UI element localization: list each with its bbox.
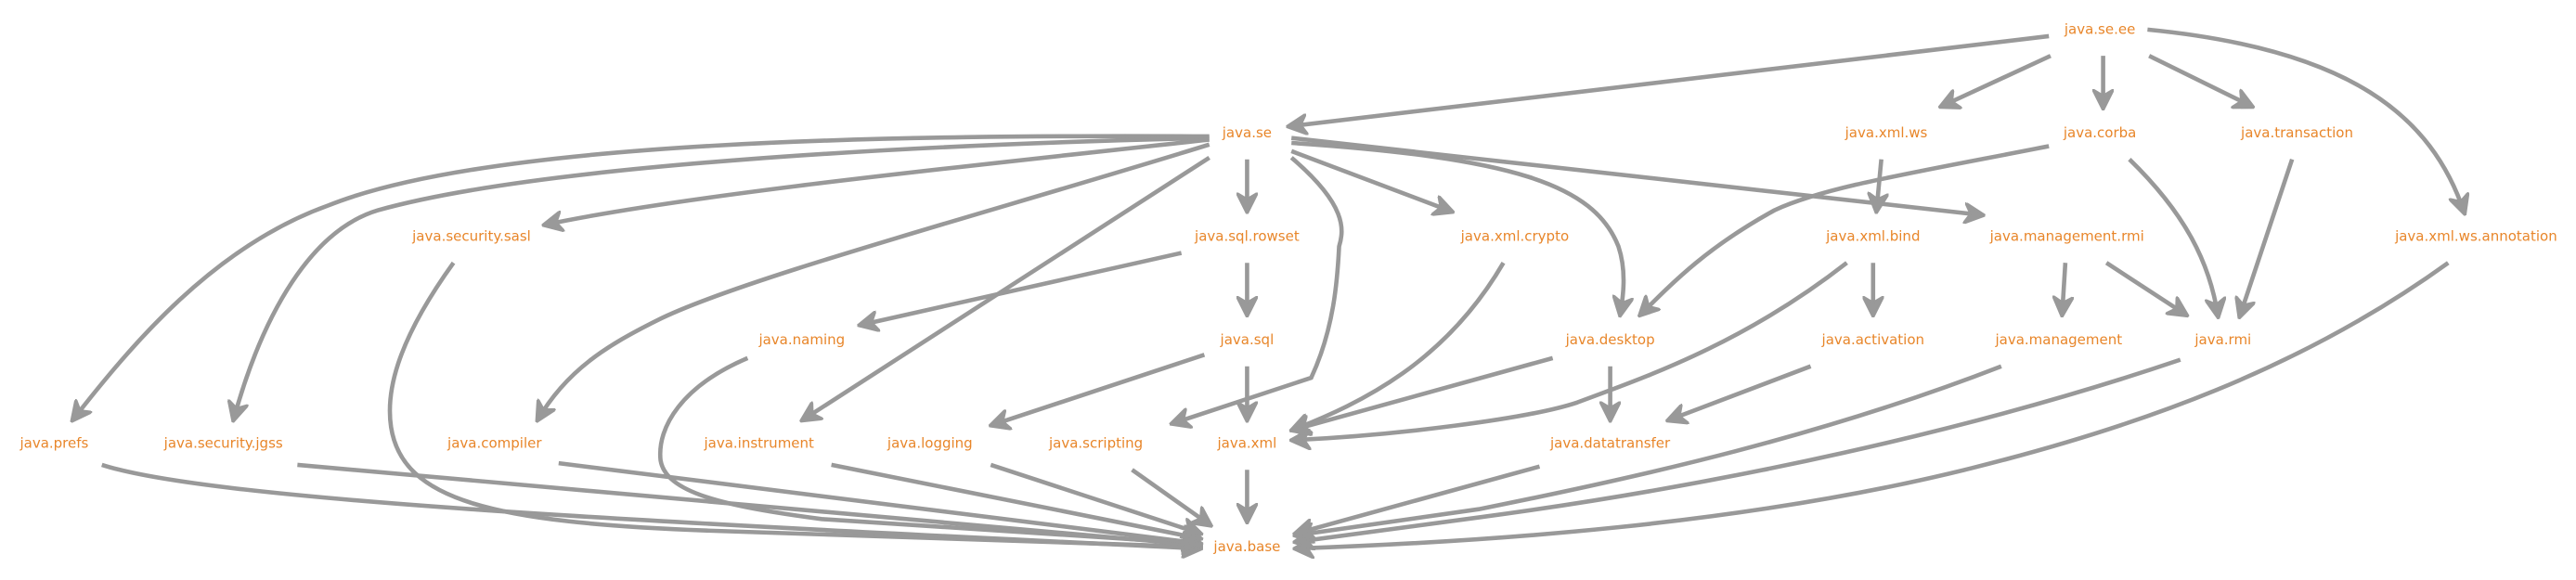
edge-java-se-to-java-scripting [1171, 156, 1344, 424]
node-java-desktop: java.desktop [1565, 331, 1655, 348]
node-java-management: java.management [1994, 331, 2122, 348]
node-java-management-rmi: java.management.rmi [1989, 227, 2144, 244]
edge-java-xml-crypto-to-java-xml [1291, 262, 1506, 431]
edge-java-security-sasl-to-java-base [387, 261, 1201, 547]
node-java-security-jgss: java.security.jgss [163, 434, 283, 451]
node-java-xml-bind: java.xml.bind [1825, 227, 1920, 244]
node-java-prefs: java.prefs [19, 434, 88, 451]
node-java-xml: java.xml [1216, 434, 1276, 451]
node-java-security-sasl: java.security.sasl [411, 227, 531, 244]
node-java-se: java.se [1222, 124, 1272, 141]
edge-java-se-ee-to-java-xml-ws [1940, 54, 2052, 107]
edge-java-management-to-java-base [1295, 364, 2002, 535]
edge-java-se-ee-to-java-xml-ws-annotation [2147, 27, 2465, 213]
edge-java-desktop-to-java-xml [1291, 355, 1554, 431]
edge-java-xml-bind-to-java-xml [1291, 261, 1848, 440]
edge-java-transaction-to-java-rmi [2240, 158, 2295, 317]
node-java-rmi: java.rmi [2194, 331, 2251, 348]
edge-java-prefs-to-java-base [101, 462, 1201, 548]
node-java-se-ee: java.se.ee [2064, 20, 2135, 37]
edge-java-se-to-java-security-sasl [544, 137, 1210, 225]
edge-java-se-ee-to-java-se [1288, 33, 2050, 126]
node-java-sql: java.sql [1220, 331, 1275, 348]
edge-java-datatransfer-to-java-base [1295, 464, 1541, 535]
edge-java-se-to-java-compiler [537, 142, 1210, 420]
edge-java-se-to-java-instrument [802, 155, 1210, 420]
edge-java-compiler-to-java-base [558, 460, 1201, 544]
edge-java-se-ee-to-java-transaction [2148, 54, 2253, 107]
edges-layer [72, 27, 2465, 548]
edge-java-naming-to-java-base [657, 355, 1201, 544]
edge-java-scripting-to-java-base [1131, 468, 1211, 525]
node-java-naming: java.naming [757, 331, 845, 348]
node-java-scripting: java.scripting [1048, 434, 1143, 451]
edge-java-sql-rowset-to-java-naming [860, 251, 1183, 326]
edge-java-corba-to-java-desktop [1639, 144, 2050, 316]
node-java-corba: java.corba [2063, 124, 2137, 141]
node-java-activation: java.activation [1821, 331, 1925, 348]
node-java-xml-crypto: java.xml.crypto [1460, 227, 1570, 244]
edge-java-management-rmi-to-java-rmi [2104, 261, 2187, 316]
edge-java-se-to-java-prefs [72, 134, 1210, 420]
edge-java-sql-to-java-logging [990, 353, 1206, 425]
node-java-base: java.base [1212, 538, 1280, 555]
node-java-logging: java.logging [887, 434, 973, 451]
edge-java-se-to-java-desktop [1291, 140, 1624, 316]
edge-java-xml-ws-to-java-xml-bind [1876, 159, 1881, 213]
edge-java-rmi-to-java-base [1295, 357, 2181, 542]
node-java-compiler: java.compiler [447, 434, 542, 451]
nodes-layer: java.se.ee java.se java.xml.ws java.corba ja… [19, 20, 2557, 555]
node-java-instrument: java.instrument [703, 434, 814, 451]
edge-java-instrument-to-java-base [831, 462, 1201, 539]
node-java-xml-ws-annotation: java.xml.ws.annotation [2394, 227, 2557, 244]
edge-java-se-to-java-xml-crypto [1290, 148, 1452, 212]
node-java-xml-ws: java.xml.ws [1845, 124, 1928, 141]
edge-java-activation-to-java-datatransfer [1668, 364, 1812, 420]
edge-java-logging-to-java-base [990, 462, 1201, 534]
edge-java-se-to-java-security-jgss [233, 135, 1210, 420]
node-java-datatransfer: java.datatransfer [1549, 434, 1671, 451]
edge-java-corba-to-java-rmi [2128, 158, 2219, 317]
edge-java-security-jgss-to-java-base [297, 462, 1201, 546]
edge-java-management-rmi-to-java-management [2062, 263, 2065, 316]
edge-java-xml-ws-annotation-to-java-base [1295, 261, 2450, 548]
node-java-sql-rowset: java.sql.rowset [1194, 227, 1300, 244]
node-java-transaction: java.transaction [2240, 124, 2353, 141]
